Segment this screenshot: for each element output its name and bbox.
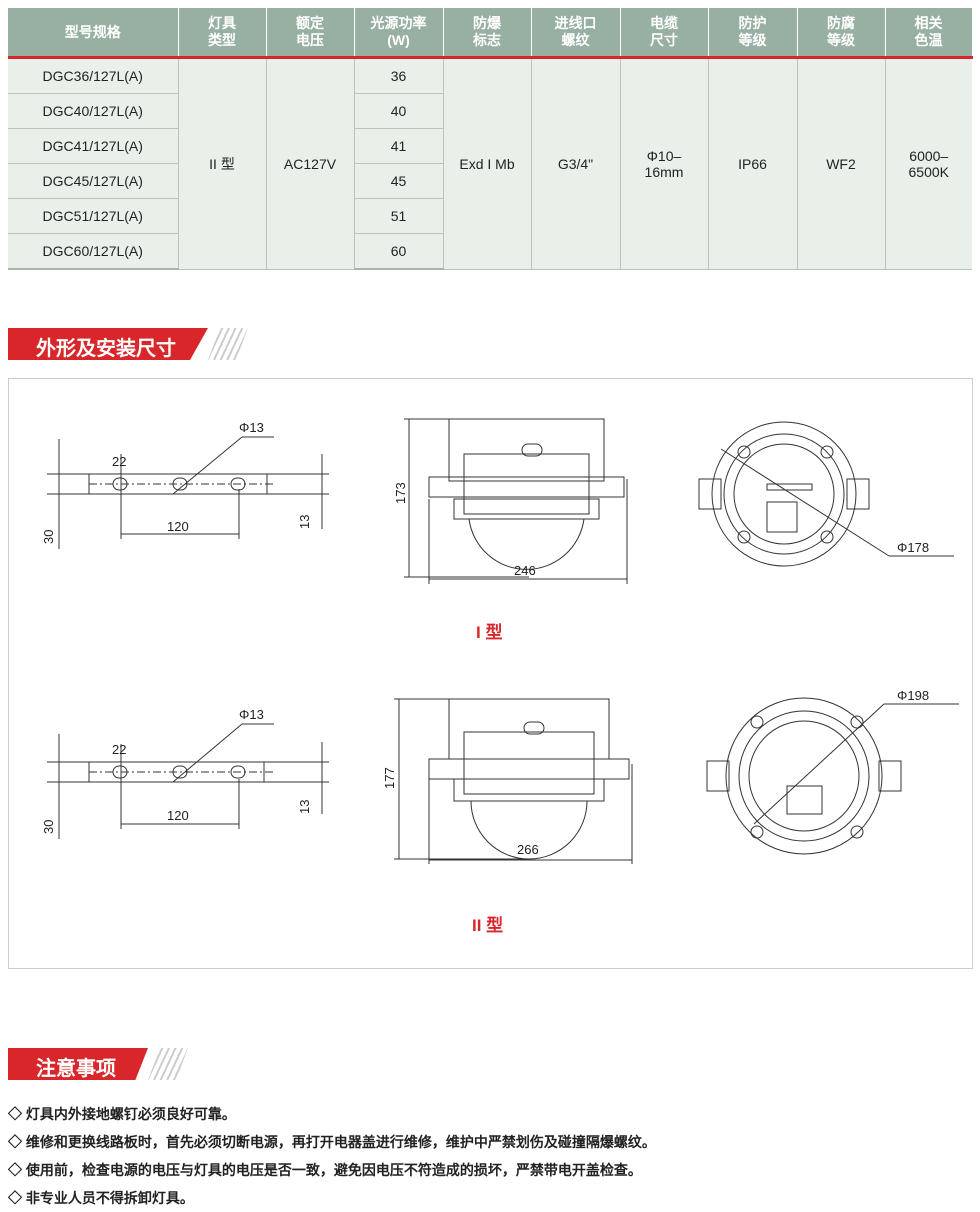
- header-cell: 灯具 类型: [178, 8, 267, 59]
- ex-cell: Exd I Mb: [443, 57, 532, 270]
- lamp-top-drawing: [698, 421, 954, 567]
- slot-label: 22: [112, 742, 126, 757]
- hole-label: Φ13: [239, 707, 264, 722]
- drawing-type-1: Φ13 22 120 30 13 173 246 Φ178: [41, 418, 954, 584]
- table-row: DGC41/127L(A) 41: [8, 128, 972, 164]
- lamp-width-label: 266: [517, 842, 539, 857]
- bracket-drawing: [47, 436, 329, 549]
- lamp-width-label: 246: [514, 563, 536, 578]
- lamp-top-drawing: [706, 697, 959, 855]
- header-cell: 防爆 标志: [443, 8, 532, 59]
- header-cell: 型号规格: [8, 8, 179, 59]
- header-cell: 电缆 尺寸: [620, 8, 709, 59]
- cable-cell: Φ10– 16mm: [620, 57, 709, 270]
- thick-label: 13: [297, 515, 312, 529]
- wf-cell: WF2: [797, 57, 886, 270]
- height-label: 30: [41, 530, 56, 544]
- power-cell: 45: [354, 163, 444, 199]
- power-cell: 60: [354, 233, 444, 270]
- power-cell: 51: [354, 198, 444, 234]
- header-cell: 防腐 等级: [797, 8, 886, 59]
- model-cell: DGC51/127L(A): [8, 198, 179, 234]
- section-title: 外形及安装尺寸: [36, 338, 176, 360]
- power-cell: 41: [354, 128, 444, 164]
- thick-label: 13: [297, 800, 312, 814]
- note-item: ◇ 维修和更换线路板时，首先必须切断电源，再打开电器盖进行维修，维护中严禁划伤及…: [8, 1134, 656, 1150]
- spacing-label: 120: [167, 808, 189, 823]
- spec-table: 型号规格 灯具 类型 额定 电压 光源功率 (W) 防爆 标志 进线口 螺纹 电…: [8, 8, 973, 270]
- header-cell: 防护 等级: [708, 8, 798, 59]
- table-row: DGC40/127L(A) 40: [8, 93, 972, 129]
- caption-type-2: II 型: [472, 916, 504, 935]
- table-row: DGC60/127L(A) 60: [8, 233, 972, 270]
- power-cell: 40: [354, 93, 444, 129]
- table-row: DGC36/127L(A) II 型 AC127V 36 Exd I Mb G3…: [8, 57, 972, 270]
- section-banner-dimensions: 外形及安装尺寸: [8, 328, 248, 360]
- model-cell: DGC45/127L(A): [8, 163, 179, 199]
- bracket-drawing: [47, 723, 329, 839]
- model-cell: DGC36/127L(A): [8, 57, 179, 94]
- diameter-label: Φ178: [897, 540, 929, 555]
- cct-cell: 6000– 6500K: [885, 57, 972, 270]
- hole-label: Φ13: [239, 420, 264, 435]
- note-item: ◇ 使用前，检查电源的电压与灯具的电压是否一致，避免因电压不符造成的损坏，严禁带…: [8, 1162, 642, 1178]
- voltage-cell: AC127V: [266, 57, 355, 270]
- model-cell: DGC41/127L(A): [8, 128, 179, 164]
- spacing-label: 120: [167, 519, 189, 534]
- header-cell: 进线口 螺纹: [531, 8, 621, 59]
- lamp-side-drawing: [404, 418, 628, 584]
- thread-cell: G3/4": [531, 57, 621, 270]
- lamp-side-drawing: [394, 698, 633, 864]
- section-title: 注意事项: [36, 1058, 116, 1080]
- ip-cell: IP66: [708, 57, 798, 270]
- model-cell: DGC40/127L(A): [8, 93, 179, 129]
- slot-label: 22: [112, 454, 126, 469]
- table-row: DGC45/127L(A) 45: [8, 163, 972, 199]
- notes-list: ◇ 灯具内外接地螺钉必须良好可靠。 ◇ 维修和更换线路板时，首先必须切断电源，再…: [8, 1100, 656, 1212]
- type-cell: II 型: [178, 57, 267, 270]
- header-cell: 光源功率 (W): [354, 8, 444, 59]
- diameter-label: Φ198: [897, 688, 929, 703]
- header-cell: 相关 色温: [885, 8, 973, 59]
- height-label: 30: [41, 820, 56, 834]
- note-item: ◇ 非专业人员不得拆卸灯具。: [8, 1190, 194, 1206]
- lamp-height-label: 177: [382, 767, 397, 789]
- drawing-type-2: Φ13 22 120 30 13 177 266 Φ198: [41, 688, 959, 864]
- power-cell: 36: [354, 57, 444, 94]
- caption-type-1: I 型: [476, 623, 503, 642]
- dimension-drawings: Φ13 22 120 30 13 173 246 Φ178 Φ13 22 120…: [8, 378, 973, 969]
- header-cell: 额定 电压: [266, 8, 355, 59]
- lamp-height-label: 173: [393, 482, 408, 504]
- model-cell: DGC60/127L(A): [8, 233, 179, 270]
- note-item: ◇ 灯具内外接地螺钉必须良好可靠。: [8, 1106, 236, 1122]
- table-row: DGC51/127L(A) 51: [8, 198, 972, 234]
- section-banner-notes: 注意事项: [8, 1048, 218, 1080]
